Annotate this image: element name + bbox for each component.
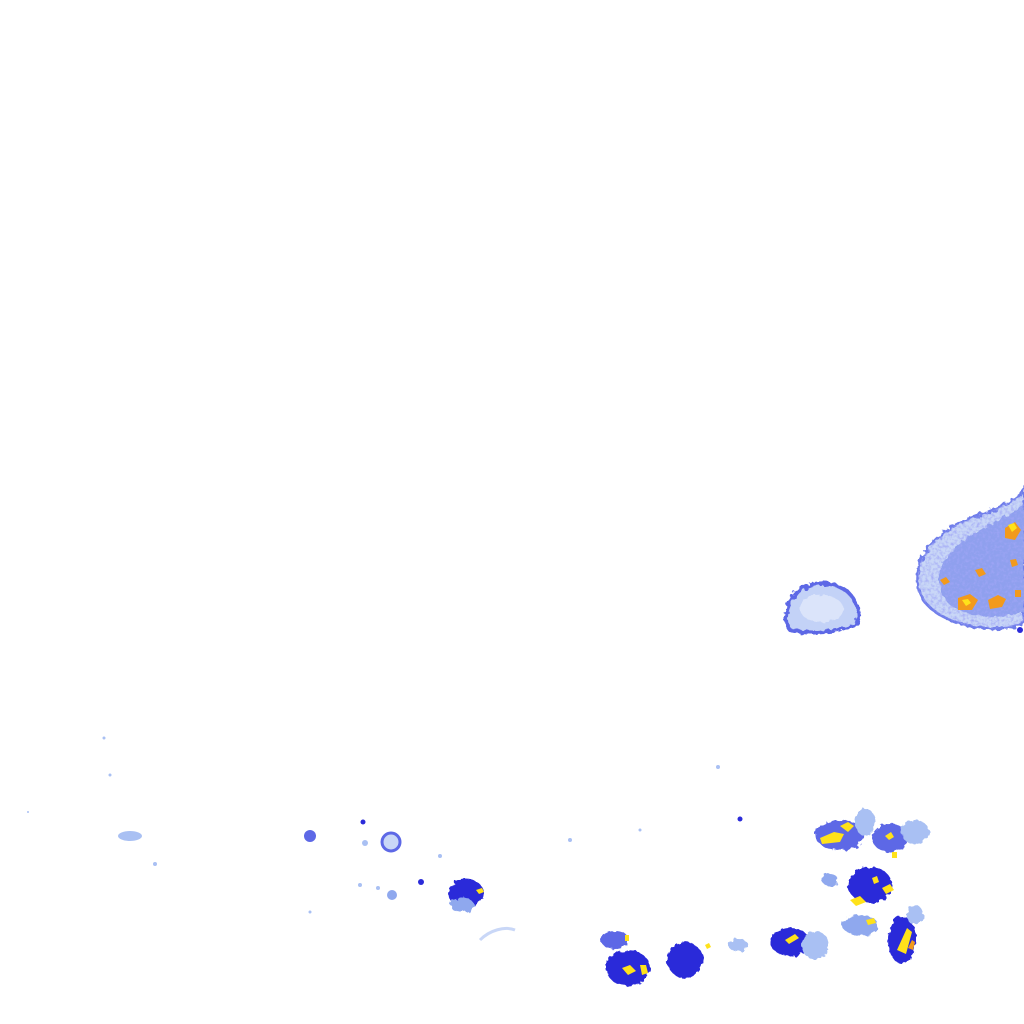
blob-465 — [448, 879, 484, 912]
large-blob-hotspots — [940, 522, 1021, 610]
small-dot — [1017, 627, 1023, 633]
medium-blob — [783, 581, 861, 635]
bottom-cluster-hotspots — [622, 822, 915, 975]
faint-specks — [27, 736, 720, 914]
blob-465-hot — [476, 888, 484, 894]
small-blue-specks — [304, 816, 743, 942]
